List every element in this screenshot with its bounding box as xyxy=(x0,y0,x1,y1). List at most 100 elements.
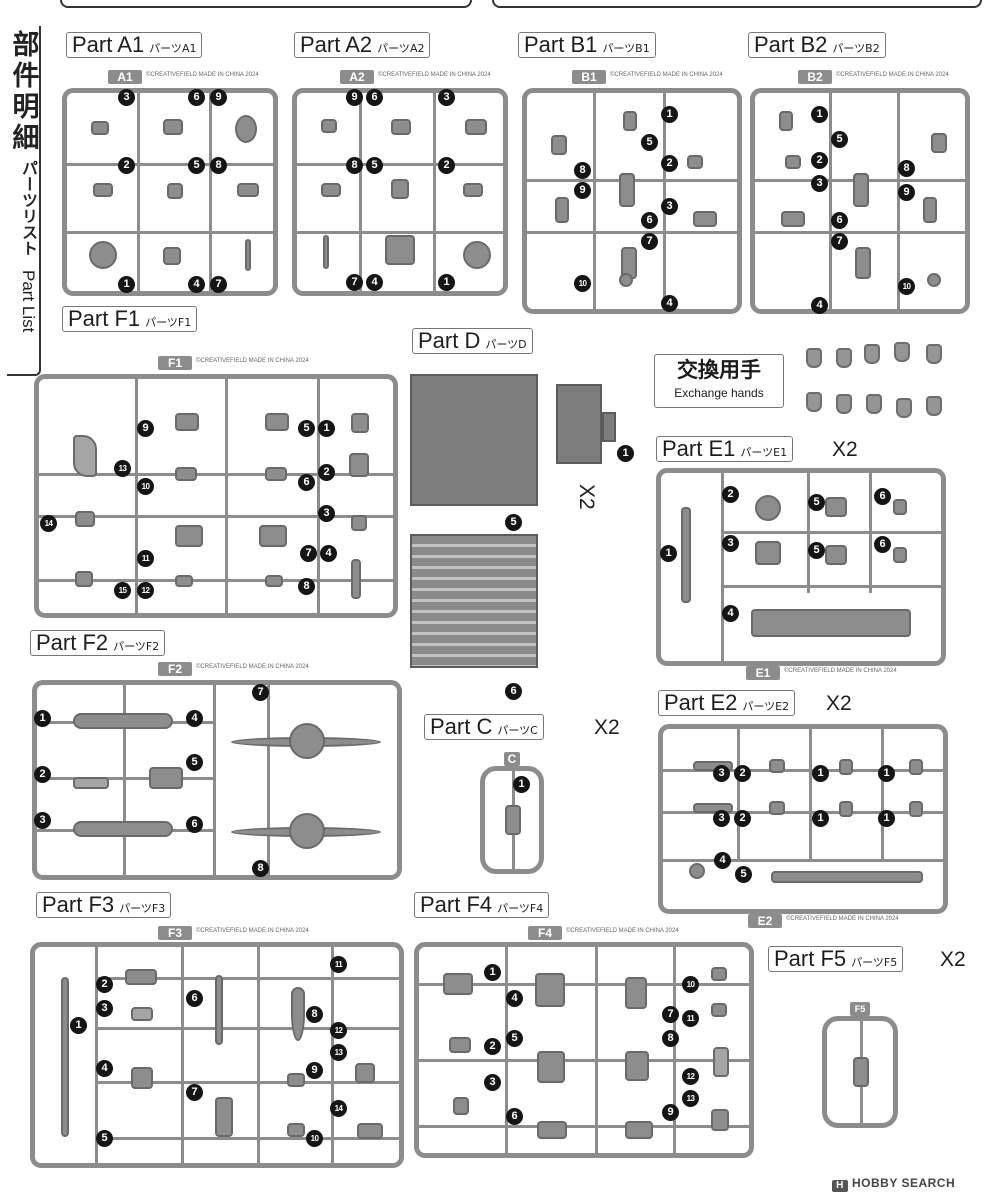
part-number-badge: 3 xyxy=(811,175,828,192)
part-list-side-tab xyxy=(7,26,41,376)
part-number-badge: 1 xyxy=(878,810,895,827)
part-number-badge: 2 xyxy=(722,486,739,503)
part-number-badge: 5 xyxy=(366,157,383,174)
sprue-id-a1: ©CREATIVEFIELD MADE IN CHINA 2024 xyxy=(146,72,259,78)
part-number-badge: 9 xyxy=(137,420,154,437)
sprue-f3 xyxy=(30,942,404,1168)
part-number-badge: 2 xyxy=(118,157,135,174)
sprue-a2 xyxy=(292,88,508,296)
part-number-badge: 8 xyxy=(298,578,315,595)
part-number-badge: 9 xyxy=(898,184,915,201)
sprue-id-e2: ©CREATIVEFIELD MADE IN CHINA 2024 xyxy=(786,916,899,922)
part-number-badge: 1 xyxy=(878,765,895,782)
part-number-badge: 7 xyxy=(662,1006,679,1023)
side-tab-title: 部件明細 xyxy=(12,30,40,154)
part-number-badge: 6 xyxy=(506,1108,523,1125)
part-number-badge: 13 xyxy=(114,460,131,477)
part-number-badge: 9 xyxy=(306,1062,323,1079)
part-number-badge: 5 xyxy=(641,134,658,151)
hand-part-icon xyxy=(894,342,910,362)
part-number-badge: 8 xyxy=(662,1030,679,1047)
part-number-badge: 10 xyxy=(682,976,699,993)
sprue-tag-e2: E2 xyxy=(748,914,782,928)
sprue-e2 xyxy=(658,724,948,914)
part-number-badge: 3 xyxy=(722,535,739,552)
part-number-badge: 11 xyxy=(682,1010,699,1027)
part-number-badge: 13 xyxy=(682,1090,699,1107)
part-number-badge: 6 xyxy=(505,683,522,700)
hand-part-icon xyxy=(926,396,942,416)
sprue-f4 xyxy=(414,942,754,1158)
sprue-tag-f2: F2 xyxy=(158,662,192,676)
part-number-badge: 4 xyxy=(188,276,205,293)
part-d-side-tab xyxy=(602,412,616,442)
part-number-badge: 9 xyxy=(210,89,227,106)
sprue-tag-b2: B2 xyxy=(798,70,832,84)
part-number-badge: 10 xyxy=(137,478,154,495)
part-number-badge: 2 xyxy=(734,765,751,782)
part-number-badge: 5 xyxy=(506,1030,523,1047)
hand-part-icon xyxy=(836,348,852,368)
part-number-badge: 14 xyxy=(40,515,57,532)
part-number-badge: 1 xyxy=(660,545,677,562)
part-number-badge: 2 xyxy=(734,810,751,827)
part-number-badge: 6 xyxy=(641,212,658,229)
sprue-id-f4: ©CREATIVEFIELD MADE IN CHINA 2024 xyxy=(566,928,679,934)
part-number-badge: 7 xyxy=(210,276,227,293)
part-number-badge: 9 xyxy=(574,182,591,199)
part-number-badge: 12 xyxy=(682,1068,699,1085)
side-tab-subtitle: パーツリスト Part List xyxy=(12,160,40,332)
part-number-badge: 1 xyxy=(484,964,501,981)
sprue-tag-f3: F3 xyxy=(158,926,192,940)
part-d-multiplier: X2 xyxy=(575,484,598,510)
exchange-hands-label-jp: 交換用手 xyxy=(677,358,761,382)
part-number-badge: 4 xyxy=(506,990,523,1007)
part-number-badge: 1 xyxy=(70,1017,87,1034)
sprue-c xyxy=(480,766,544,874)
part-number-badge: 4 xyxy=(320,545,337,562)
part-number-badge: 11 xyxy=(330,956,347,973)
part-number-badge: 1 xyxy=(34,710,51,727)
part-number-badge: 8 xyxy=(898,160,915,177)
sprue-tag-c: C xyxy=(504,752,520,766)
sprue-tag-a1: A1 xyxy=(108,70,142,84)
sprue-id-b1: ©CREATIVEFIELD MADE IN CHINA 2024 xyxy=(610,72,723,78)
part-number-badge: 5 xyxy=(505,514,522,531)
part-number-badge: 5 xyxy=(808,494,825,511)
part-number-badge: 10 xyxy=(306,1130,323,1147)
top-panel-right xyxy=(492,0,982,8)
part-number-badge: 2 xyxy=(438,157,455,174)
part-number-badge: 12 xyxy=(330,1022,347,1039)
part-number-badge: 8 xyxy=(574,162,591,179)
part-e2-multiplier: X2 xyxy=(826,692,852,715)
part-number-badge: 3 xyxy=(484,1074,501,1091)
part-number-badge: 3 xyxy=(661,198,678,215)
part-number-badge: 6 xyxy=(188,89,205,106)
part-number-badge: 8 xyxy=(252,860,269,877)
part-number-badge: 8 xyxy=(210,157,227,174)
hand-part-icon xyxy=(896,398,912,418)
sprue-id-a2: ©CREATIVEFIELD MADE IN CHINA 2024 xyxy=(378,72,491,78)
part-number-badge: 4 xyxy=(366,274,383,291)
sprue-e1 xyxy=(656,468,946,666)
hand-part-icon xyxy=(926,344,942,364)
part-number-badge: 1 xyxy=(438,274,455,291)
part-number-badge: 3 xyxy=(96,1000,113,1017)
part-c-multiplier: X2 xyxy=(594,716,620,739)
hobby-search-logo-icon: H xyxy=(832,1180,848,1192)
part-number-badge: 3 xyxy=(34,812,51,829)
part-number-badge: 2 xyxy=(96,976,113,993)
part-number-badge: 11 xyxy=(137,550,154,567)
part-number-badge: 7 xyxy=(346,274,363,291)
part-number-badge: 4 xyxy=(714,852,731,869)
